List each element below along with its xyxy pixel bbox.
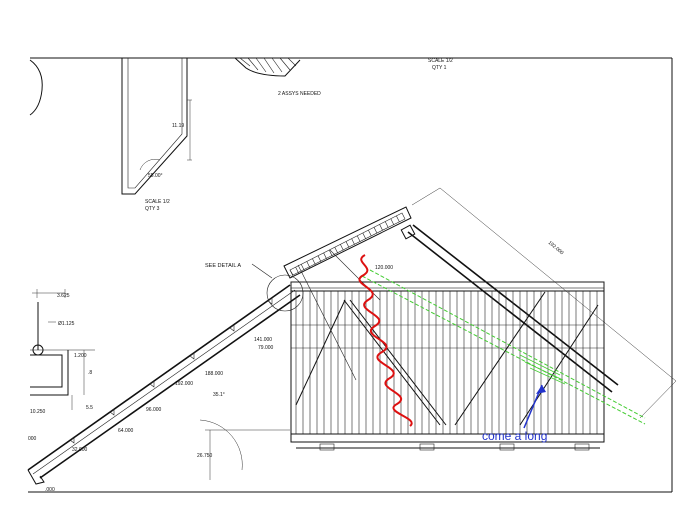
frame-hatch-tick	[295, 267, 299, 274]
frame-hatch-tick	[356, 235, 361, 242]
frame-hatch-tick	[390, 218, 395, 225]
detail-e-dim: 000	[28, 436, 37, 442]
frame-hatch-tick	[384, 221, 389, 228]
frame-hatch-tick	[340, 244, 344, 251]
inclined-ramp	[27, 274, 304, 485]
frame-hatch-tick	[306, 261, 311, 268]
frame-hatch-tick	[312, 258, 316, 265]
frame-hatch-tick	[345, 241, 350, 248]
come-along-annotation: come a long	[482, 384, 547, 443]
dim-120: 120.000	[375, 265, 393, 271]
dim-height: 26.750	[197, 453, 213, 459]
see-detail-label: SEE DETAIL A	[205, 263, 241, 269]
frame-hatch-tick	[362, 232, 367, 240]
top-qty-label: QTY 1	[432, 65, 447, 71]
dim-32: 32.000	[72, 447, 88, 453]
dim-192-ramp: 192.000	[175, 381, 193, 387]
ramp-angle: 35.1°	[213, 392, 225, 398]
dim-141: 141.000	[254, 337, 272, 343]
detail-c-dim: 10.250	[30, 409, 46, 415]
frame-hatch-tick	[317, 255, 322, 262]
dim-188: 188.000	[205, 371, 223, 377]
cage-structure	[290, 281, 605, 443]
frame-hatch-tick	[323, 252, 327, 260]
motion-path-overlay	[361, 269, 646, 425]
bracket-height-dim: 11.19	[172, 123, 184, 129]
bracket-view: 11.19 55.00° SCALE 1/2 QTY 3	[121, 58, 192, 212]
ramp-dimensions: 120.000 141.000 79.000 188.000 192.000 9…	[45, 265, 393, 493]
assys-needed-note: 2 ASSYS NEEDED	[278, 91, 321, 97]
bracket-qty-label: QTY 3	[145, 206, 160, 212]
left-detail-view: 3.625 Ø1.125 1.200 .8 10.250 5.5 000	[28, 289, 95, 442]
frame-hatch-tick	[289, 269, 294, 277]
dim-79: 79.000	[258, 345, 274, 351]
detail-width-dim: 3.625	[57, 293, 70, 299]
bracket-angle-dim: 55.00°	[148, 173, 163, 179]
tilted-hatch-frame	[283, 206, 416, 381]
frame-hatch-tick	[379, 224, 383, 231]
frame-hatch-tick	[334, 247, 339, 254]
dim-96: 96.000	[146, 407, 162, 413]
come-along-label: come a long	[482, 429, 547, 443]
detail-b-dim: .8	[88, 370, 92, 376]
dim-64: 64.000	[118, 428, 134, 434]
diag-192-dim: 192.000	[547, 240, 565, 256]
dim-bottom: .000	[45, 487, 55, 493]
frame-hatch-tick	[396, 215, 400, 222]
detail-a-dim: 1.200	[74, 353, 87, 359]
top-hatched-view: 2 ASSYS NEEDED SCALE 1/2 QTY 1	[234, 57, 453, 97]
top-scale-label: SCALE 1/2	[428, 58, 453, 64]
red-spring-overlay	[358, 254, 413, 427]
bracket-scale-label: SCALE 1/2	[145, 199, 170, 205]
detail-diameter-dim: Ø1.125	[58, 321, 75, 327]
frame-hatch-tick	[373, 227, 378, 234]
boom-strut	[407, 224, 619, 393]
see-detail-callout: SEE DETAIL A	[205, 263, 273, 279]
detail-d-dim: 5.5	[86, 405, 93, 411]
frame-hatch-tick	[351, 238, 355, 245]
long-diagonal-dimension: 192.000	[411, 187, 677, 419]
top-left-partial-view	[29, 59, 43, 116]
frame-hatch-tick	[368, 229, 372, 237]
frame-hatch-tick	[300, 264, 305, 271]
base-ground	[28, 443, 600, 493]
frame-hatch-tick	[328, 249, 333, 257]
